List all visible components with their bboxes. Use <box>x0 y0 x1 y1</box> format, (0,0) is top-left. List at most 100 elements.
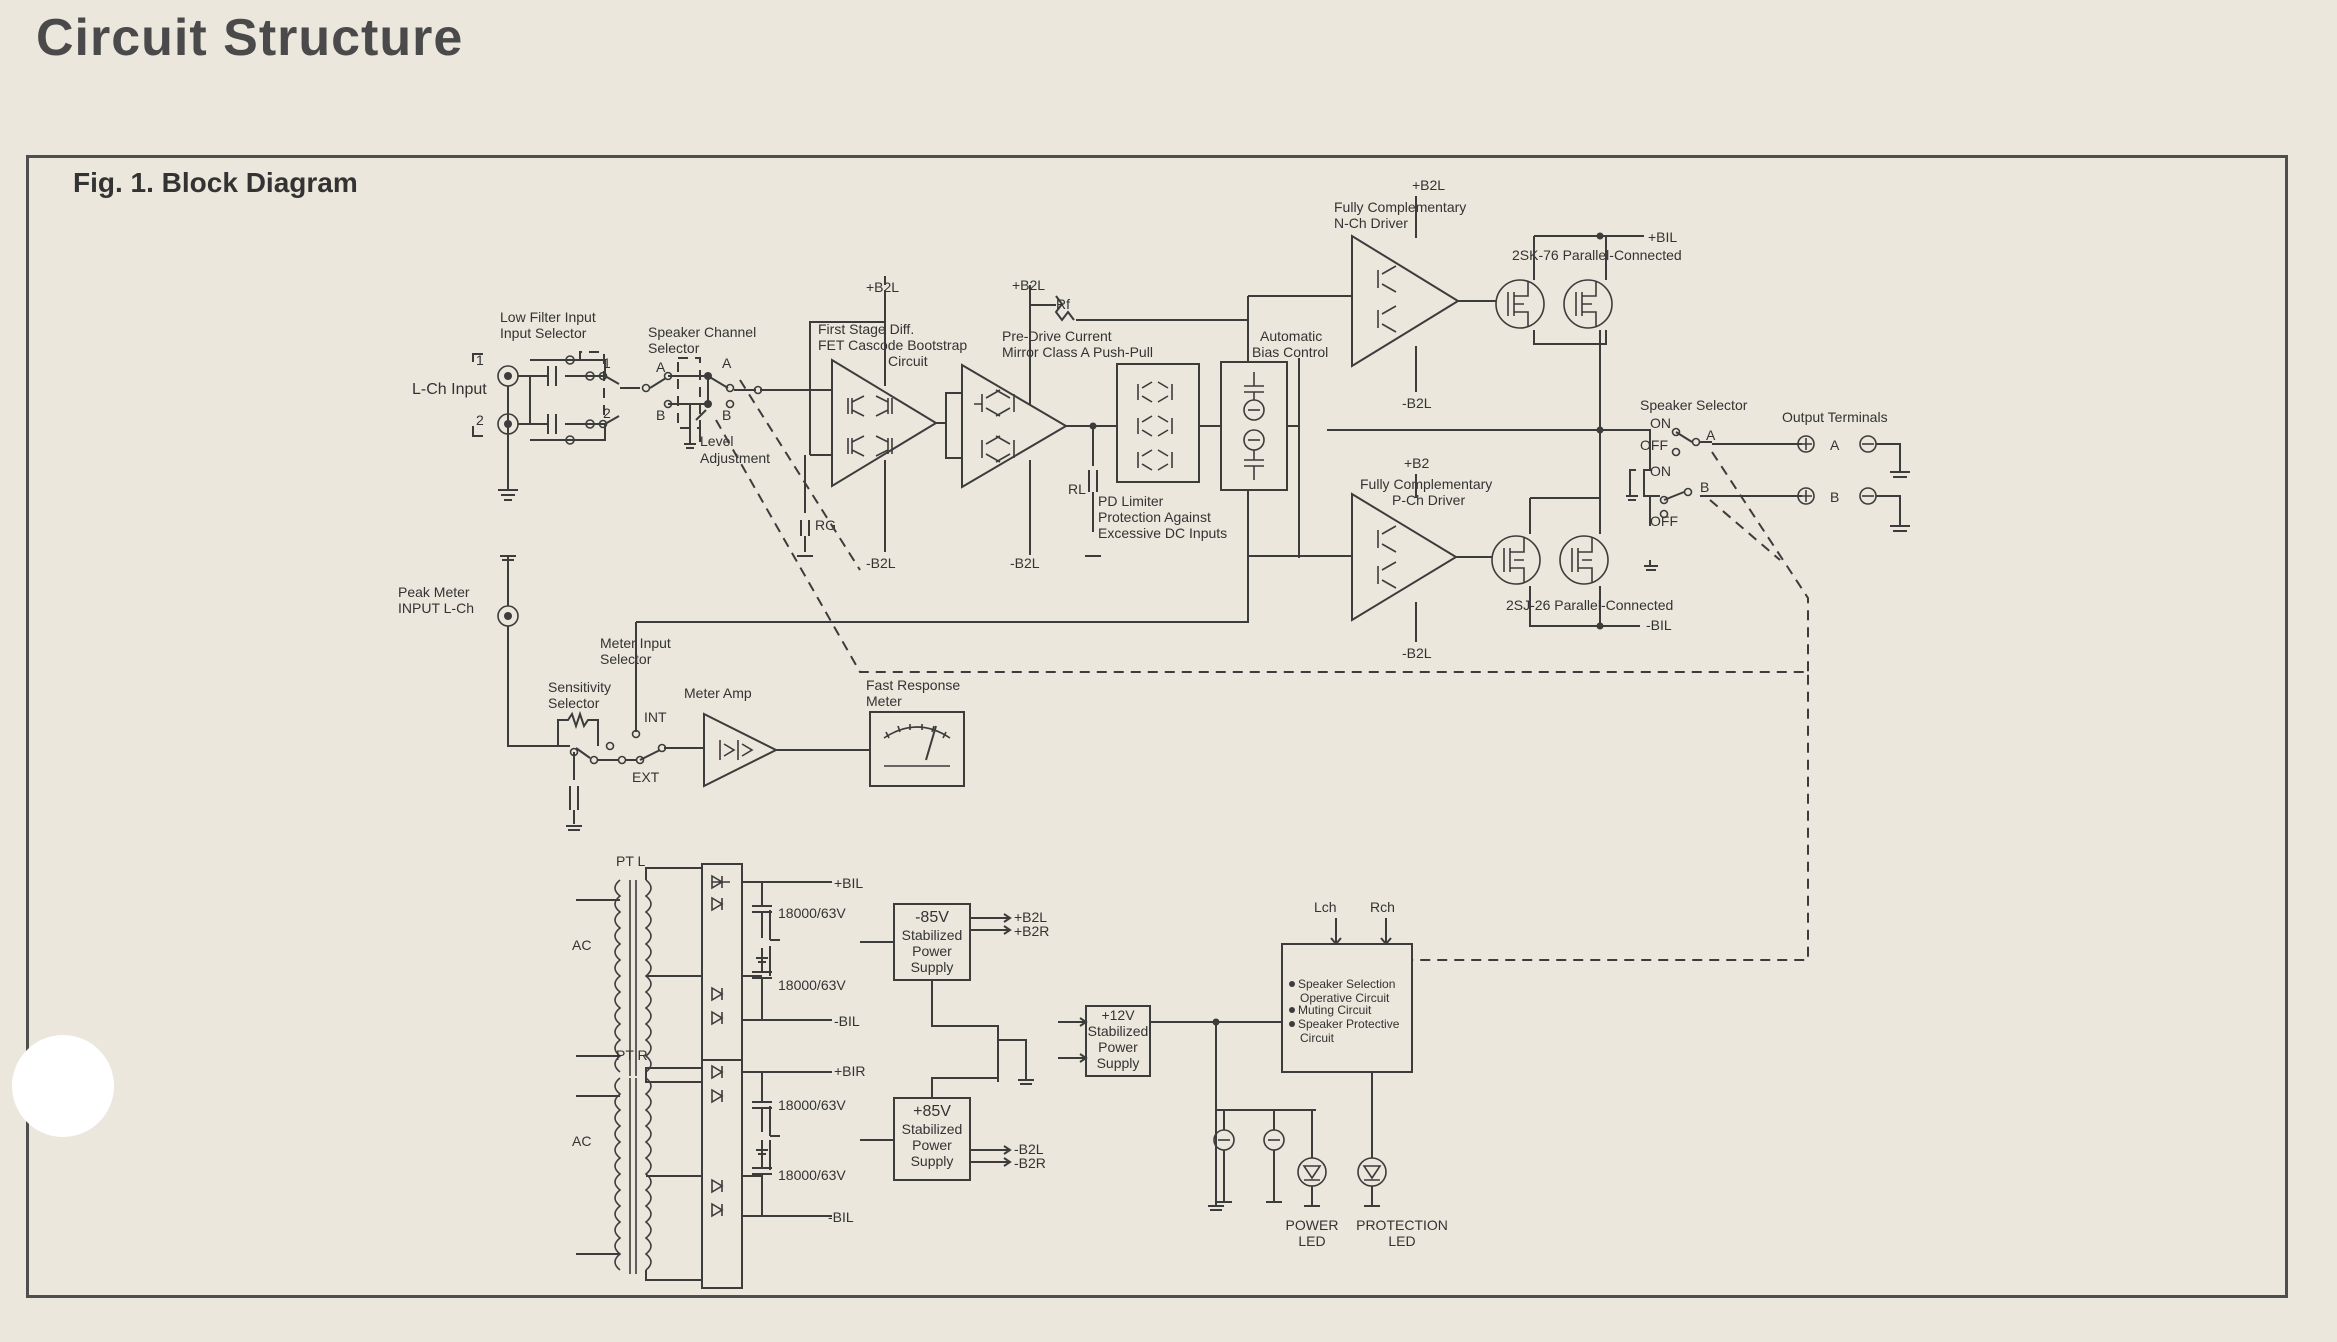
nfet-label: 2SK-76 Parallel-Connected <box>1512 247 1682 263</box>
spk-sel-A: A <box>1706 427 1716 443</box>
prot-lch-label: Lch <box>1314 899 1337 915</box>
figure-caption: Fig. 1. Block Diagram <box>73 167 358 198</box>
neg85-label-1: -85V <box>915 909 949 926</box>
rl-resistor <box>1085 426 1101 557</box>
n-driver-minus-b2l: -B2L <box>1402 395 1432 411</box>
rf-resistor <box>1030 295 1248 322</box>
ac-r-label: AC <box>572 1133 591 1149</box>
first-stage-minus-b2l: -B2L <box>866 555 896 571</box>
protection-block <box>1281 943 1413 1073</box>
ptl-label: PT L <box>616 853 646 869</box>
prot-label-1: Speaker Selection <box>1298 977 1395 991</box>
n-driver-plus-b2l: +B2L <box>1412 177 1445 193</box>
spk-sel-on-a: ON <box>1650 415 1671 431</box>
low-filter-label-2: Input Selector <box>500 325 587 341</box>
filter-caps-l <box>752 882 780 1020</box>
spk-channel-B: B <box>656 407 665 423</box>
first-stage-input <box>809 390 832 456</box>
minus-bil-label: -BIL <box>834 1013 860 1029</box>
nfet-pair <box>1495 279 1613 329</box>
neg85-label-3: Power <box>912 943 952 959</box>
p12-label-2: Stabilized <box>1088 1023 1149 1039</box>
predrive-amp <box>961 363 1068 489</box>
output-terminal-A <box>1712 435 1910 478</box>
p12-label-1: +12V <box>1101 1007 1135 1023</box>
plus-bil-label: +BIL <box>834 875 863 891</box>
transformer-l <box>576 867 702 1083</box>
prot-label-4: Speaker Protective <box>1298 1017 1400 1031</box>
filter-caps-r <box>752 1072 780 1216</box>
n-driver-transistors <box>1377 265 1397 333</box>
neg85-label-4: Supply <box>911 959 954 975</box>
protection-led-label-2: LED <box>1388 1233 1415 1249</box>
meter-amp <box>703 712 779 788</box>
pd-label-1: PD Limiter <box>1098 493 1164 509</box>
pd-label-3: Excessive DC Inputs <box>1098 525 1227 541</box>
rl-label: RL <box>1068 481 1086 497</box>
prot-inputs <box>1330 918 1392 946</box>
neg85-out-b2r: +B2R <box>1014 923 1049 939</box>
neg85-wires <box>860 917 1010 1082</box>
prot-label-2: Operative Circuit <box>1300 991 1390 1005</box>
pos85-label-3: Power <box>912 1137 952 1153</box>
n-driver-label-1: Fully Complementary <box>1334 199 1466 215</box>
pos85-out-b2r: -B2R <box>1014 1155 1046 1171</box>
fast-response-meter <box>869 711 965 787</box>
pfet-label: 2SJ-26 Parallel-Connected <box>1506 597 1673 613</box>
first-stage-fets <box>847 395 893 457</box>
meter-input-selector <box>626 556 1249 765</box>
peak-input-wire <box>507 626 558 747</box>
p12-supply-block <box>1085 1005 1151 1077</box>
dashed-channel-link <box>739 379 861 571</box>
predrive-minus-b2l: -B2L <box>1010 555 1040 571</box>
dashed-spk-b-link <box>1709 499 1781 561</box>
output-terminal-B <box>1700 487 1910 532</box>
neg85-out-b2l: +B2L <box>1014 909 1047 925</box>
first-stage-label-1: First Stage Diff. <box>818 321 914 337</box>
spk-channel-label-2: Selector <box>648 340 700 356</box>
int-label: INT <box>644 709 667 725</box>
sens-label-1: Sensitivity <box>548 679 611 695</box>
spk-selector-label: Speaker Selector <box>1640 397 1748 413</box>
power-led-label-1: POWER <box>1286 1217 1339 1233</box>
low-filter-selector <box>518 351 640 445</box>
page-title: Circuit Structure <box>36 9 464 67</box>
p12-label-3: Power <box>1098 1039 1138 1055</box>
first-stage-label-3: Circuit <box>888 353 928 369</box>
lch-input-label: L-Ch Input <box>412 381 487 398</box>
abc-components <box>1243 372 1265 480</box>
n-driver-label-2: N-Ch Driver <box>1334 215 1408 231</box>
p-driver-label-1: Fully Complementary <box>1360 476 1492 492</box>
prot-rch-label: Rch <box>1370 899 1395 915</box>
spk-sel-off-b: OFF <box>1650 513 1678 529</box>
fast-meter-label-1: Fast Response <box>866 677 960 693</box>
first-stage-amp <box>831 358 938 488</box>
first-stage-frame <box>809 276 886 390</box>
fast-meter-label-2: Meter <box>866 693 902 709</box>
dashed-spk-a-link <box>1711 451 1809 672</box>
low-filter-label-1: Low Filter Input <box>500 309 596 325</box>
input-2-label: 2 <box>476 412 484 428</box>
cap-r-2: 18000/63V <box>778 1167 846 1183</box>
peak-label-2: INPUT L-Ch <box>398 600 474 616</box>
meter-input-label-2: Selector <box>600 651 652 667</box>
predrive-label-1: Pre-Drive Current <box>1002 328 1112 344</box>
sens-label-2: Selector <box>548 695 600 711</box>
p12-label-4: Supply <box>1097 1055 1140 1071</box>
cap-l-1: 18000/63V <box>778 905 846 921</box>
spk-sel-off-a: OFF <box>1640 437 1668 453</box>
nfet-wires <box>1458 235 1644 345</box>
low-filter-pos-1: 1 <box>603 355 611 371</box>
stage1-stage2-link <box>936 392 962 459</box>
spk-channel-A: A <box>656 359 666 375</box>
nfet-plus-bil: +BIL <box>1648 229 1677 245</box>
p-driver-transistors <box>1377 525 1397 589</box>
pd-label-2: Protection Against <box>1098 509 1211 525</box>
ext-label: EXT <box>632 769 660 785</box>
predrive-transistors <box>974 389 1015 463</box>
p-ch-driver <box>1351 492 1458 622</box>
first-stage-wires <box>810 290 886 552</box>
power-led-label-2: LED <box>1298 1233 1325 1249</box>
indicator-lamps <box>1208 1022 1387 1211</box>
input-1-label: 1 <box>476 352 484 368</box>
